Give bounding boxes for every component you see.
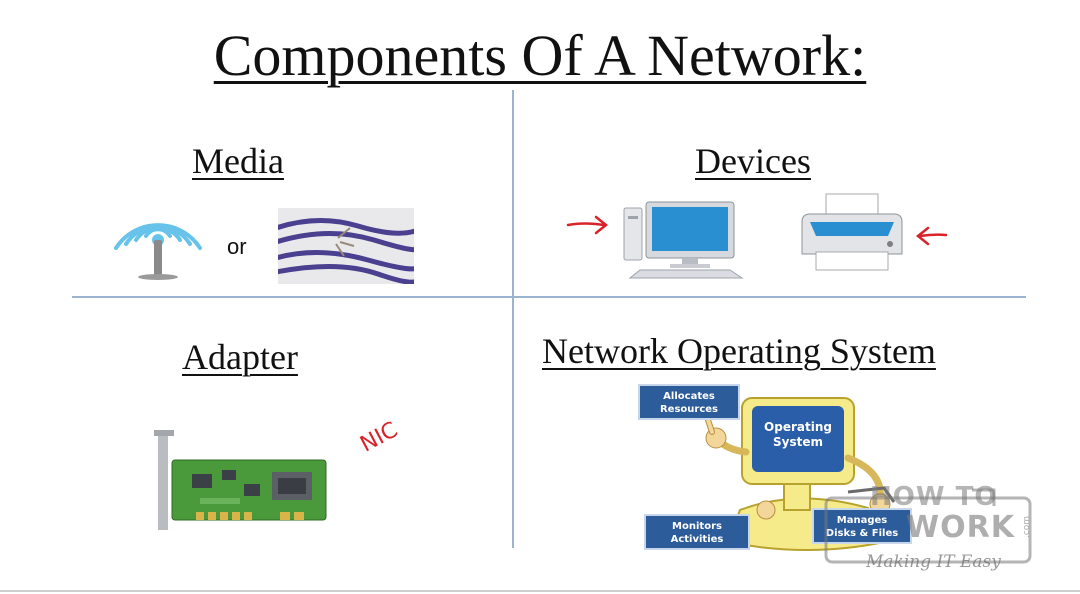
box-line-1: Manages [836, 515, 888, 526]
network-card-icon [154, 430, 327, 530]
watermark-com-text: .com [1022, 515, 1033, 539]
media-heading: Media [192, 141, 284, 181]
nos-heading: Network Operating System [542, 331, 936, 371]
bottom-rule [0, 590, 1080, 592]
manages-disks-files-box: Manages Disks & Files [812, 508, 912, 544]
screen-line-1: Operating [764, 420, 832, 434]
wireless-antenna-icon [114, 223, 202, 280]
horizontal-divider [72, 296, 1026, 298]
red-arrow-left-icon [566, 215, 609, 235]
watermark-tagline: Making IT Easy [866, 552, 1001, 572]
nic-annotation: NIC [356, 417, 402, 458]
watermark-big-text: WORK [906, 510, 1015, 545]
box-line-2: Activities [670, 534, 724, 545]
box-line-2: Resources [659, 404, 719, 415]
howtonetwork-watermark: HOW TO WORK .com Making IT Easy [824, 482, 1034, 578]
watermark-top-text: HOW TO [870, 482, 998, 512]
operating-system-screen-label: Operating System [752, 420, 844, 450]
box-line-2: Disks & Files [825, 528, 899, 539]
or-label: or [227, 234, 247, 259]
box-line-1: Monitors [672, 521, 722, 532]
allocates-resources-box: Allocates Resources [638, 384, 740, 420]
printer-icon [801, 193, 903, 271]
computer-icon [623, 201, 744, 279]
screen-line-2: System [773, 435, 823, 449]
network-cable-icon [278, 208, 414, 284]
box-line-1: Allocates [663, 391, 715, 402]
adapter-heading: Adapter [182, 337, 298, 377]
devices-heading: Devices [695, 141, 811, 181]
vertical-divider [512, 90, 514, 548]
monitors-activities-box: Monitors Activities [644, 514, 750, 550]
red-arrow-right-icon [915, 226, 948, 246]
slide-title: Components Of A Network: [213, 23, 867, 88]
watermark-frame-icon [824, 488, 1032, 564]
